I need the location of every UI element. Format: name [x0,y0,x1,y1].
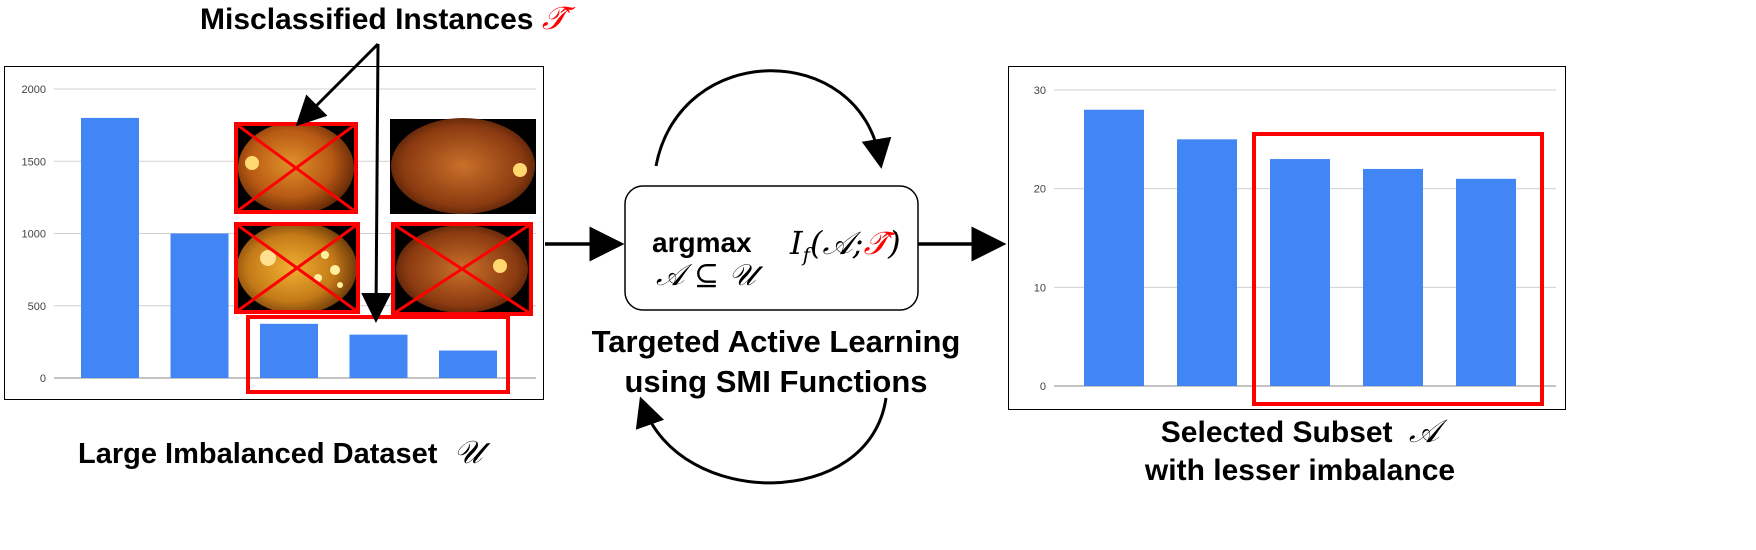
bar [1456,178,1516,386]
loop-arrow-top [654,69,892,169]
argmax-label: argmax [652,227,752,258]
highlight-box [391,222,533,316]
targeted-line-2: using SMI Functions [624,364,928,399]
y-tick-label: 10 [1034,282,1046,294]
left-chart-panel [4,66,544,400]
subset-label: Selected Subset [1160,416,1393,449]
y-tick-label: 1500 [22,156,46,168]
bar [1084,109,1144,386]
bar [1177,139,1237,386]
right-chart-panel [1008,66,1566,410]
left-bar-chart: 0 500 1000 1500 2000 [22,84,536,385]
subset-caption: Selected Subset 𝒜 with lesser imbalance [1100,412,1500,490]
bar [260,323,318,378]
y-tick-label: 30 [1034,85,1046,97]
function-open: (𝒜; [810,224,864,262]
function-target: 𝒯̂ [863,224,889,262]
fundus-thumbnail-1 [234,122,358,214]
cross-line [235,122,357,214]
dataset-label: Large Imbalanced Dataset [78,438,438,470]
bar [81,117,139,379]
smi-function: If(𝒜;𝒯̂) [790,222,901,275]
cross-line [392,222,532,316]
formula-box [624,185,919,311]
cross-line [235,222,359,314]
y-tick-label: 20 [1034,184,1046,196]
bar [1270,159,1330,386]
minority-classes-highlight-right [1252,132,1544,406]
misclassified-title: Misclassified Instances 𝒯̂ [200,0,566,38]
y-tick-label: 2000 [22,84,46,96]
dataset-caption: Large Imbalanced Dataset 𝒰 [78,432,482,474]
unlabeled-set-symbol: 𝒰 [453,433,483,471]
target-symbol: 𝒯̂ [541,0,567,37]
right-bar-chart: 0 10 20 30 [1034,85,1556,393]
targeted-caption: Targeted Active Learning using SMI Funct… [560,322,992,402]
function-close: ) [888,224,901,262]
y-tick-label: 0 [1040,381,1046,393]
loop-arrow-bottom [635,396,888,485]
function-symbol: I [790,224,803,262]
misclassified-label: Misclassified Instances [200,3,534,36]
y-tick-label: 0 [40,373,46,385]
bar [1363,168,1423,386]
y-tick-label: 500 [28,301,46,313]
fundus-thumbnail-3 [234,222,360,314]
argmax-constraint: 𝒜 ⊆ 𝒰 [656,258,756,293]
subset-symbol: 𝒜 [1408,412,1440,450]
bar [349,334,408,378]
fundus-thumbnail-4 [391,222,533,316]
bar [170,233,229,378]
function-subscript: f [802,242,811,267]
minority-classes-highlight-left [246,315,510,394]
targeted-line-1: Targeted Active Learning [591,324,961,359]
highlight-box [234,222,360,314]
y-tick-label: 1000 [22,229,46,241]
bar [439,350,497,378]
subset-line-2: with lesser imbalance [1144,454,1456,487]
arrow-to-bars [361,43,392,323]
arrow-to-thumbnail [295,42,380,127]
fundus-thumbnail-2 [390,118,536,214]
